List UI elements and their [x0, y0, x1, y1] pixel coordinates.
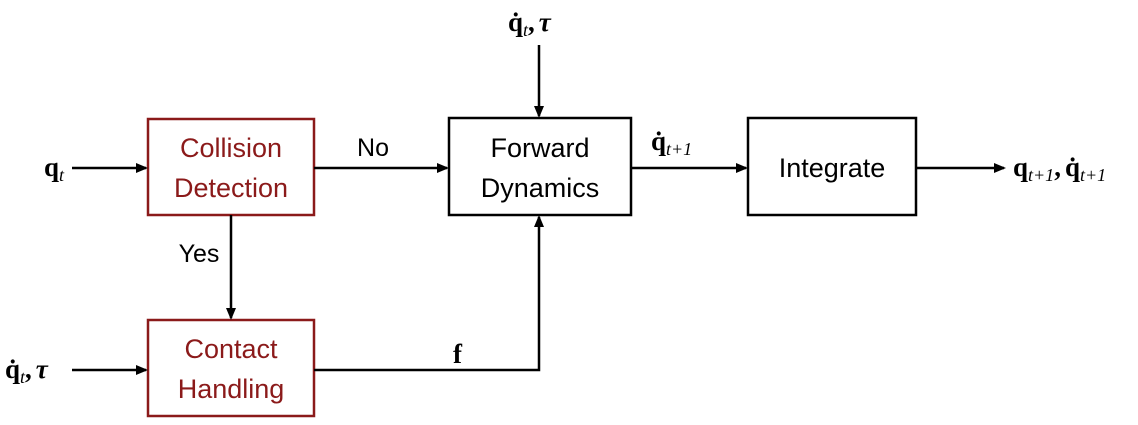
forward-dynamics-box: [447, 116, 633, 217]
collision-detection-node: Collision Detection: [146, 117, 316, 217]
collision-detection-label-line1: Collision: [180, 133, 282, 163]
arrow-contact-to-forward: [314, 215, 544, 372]
force-label: f: [453, 339, 463, 369]
contact-handling-box: [146, 318, 316, 418]
forward-dynamics-label-line1: Forward: [490, 133, 589, 163]
integrate-node: Integrate: [746, 116, 918, 217]
contact-handling-node: Contact Handling: [146, 318, 316, 418]
qdot-next-label: q̇t+1: [651, 126, 692, 159]
bottom-input-label: q̇t,τ: [5, 354, 49, 387]
integrate-box: [746, 116, 918, 217]
edge-label-no: No: [357, 134, 389, 162]
top-input-label: q̇t,τ: [508, 7, 552, 40]
collision-detection-box: [146, 117, 316, 217]
input-qt-label: qt: [44, 152, 65, 185]
edge-label-yes: Yes: [179, 240, 220, 268]
integrate-label: Integrate: [779, 153, 886, 183]
contact-handling-label-line1: Contact: [184, 334, 278, 364]
forward-dynamics-label-line2: Dynamics: [481, 173, 600, 203]
collision-detection-label-line2: Detection: [174, 173, 288, 203]
output-label: qt+1,q̇t+1: [1013, 152, 1106, 185]
contact-handling-label-line2: Handling: [178, 374, 285, 404]
forward-dynamics-node: Forward Dynamics: [447, 116, 633, 217]
